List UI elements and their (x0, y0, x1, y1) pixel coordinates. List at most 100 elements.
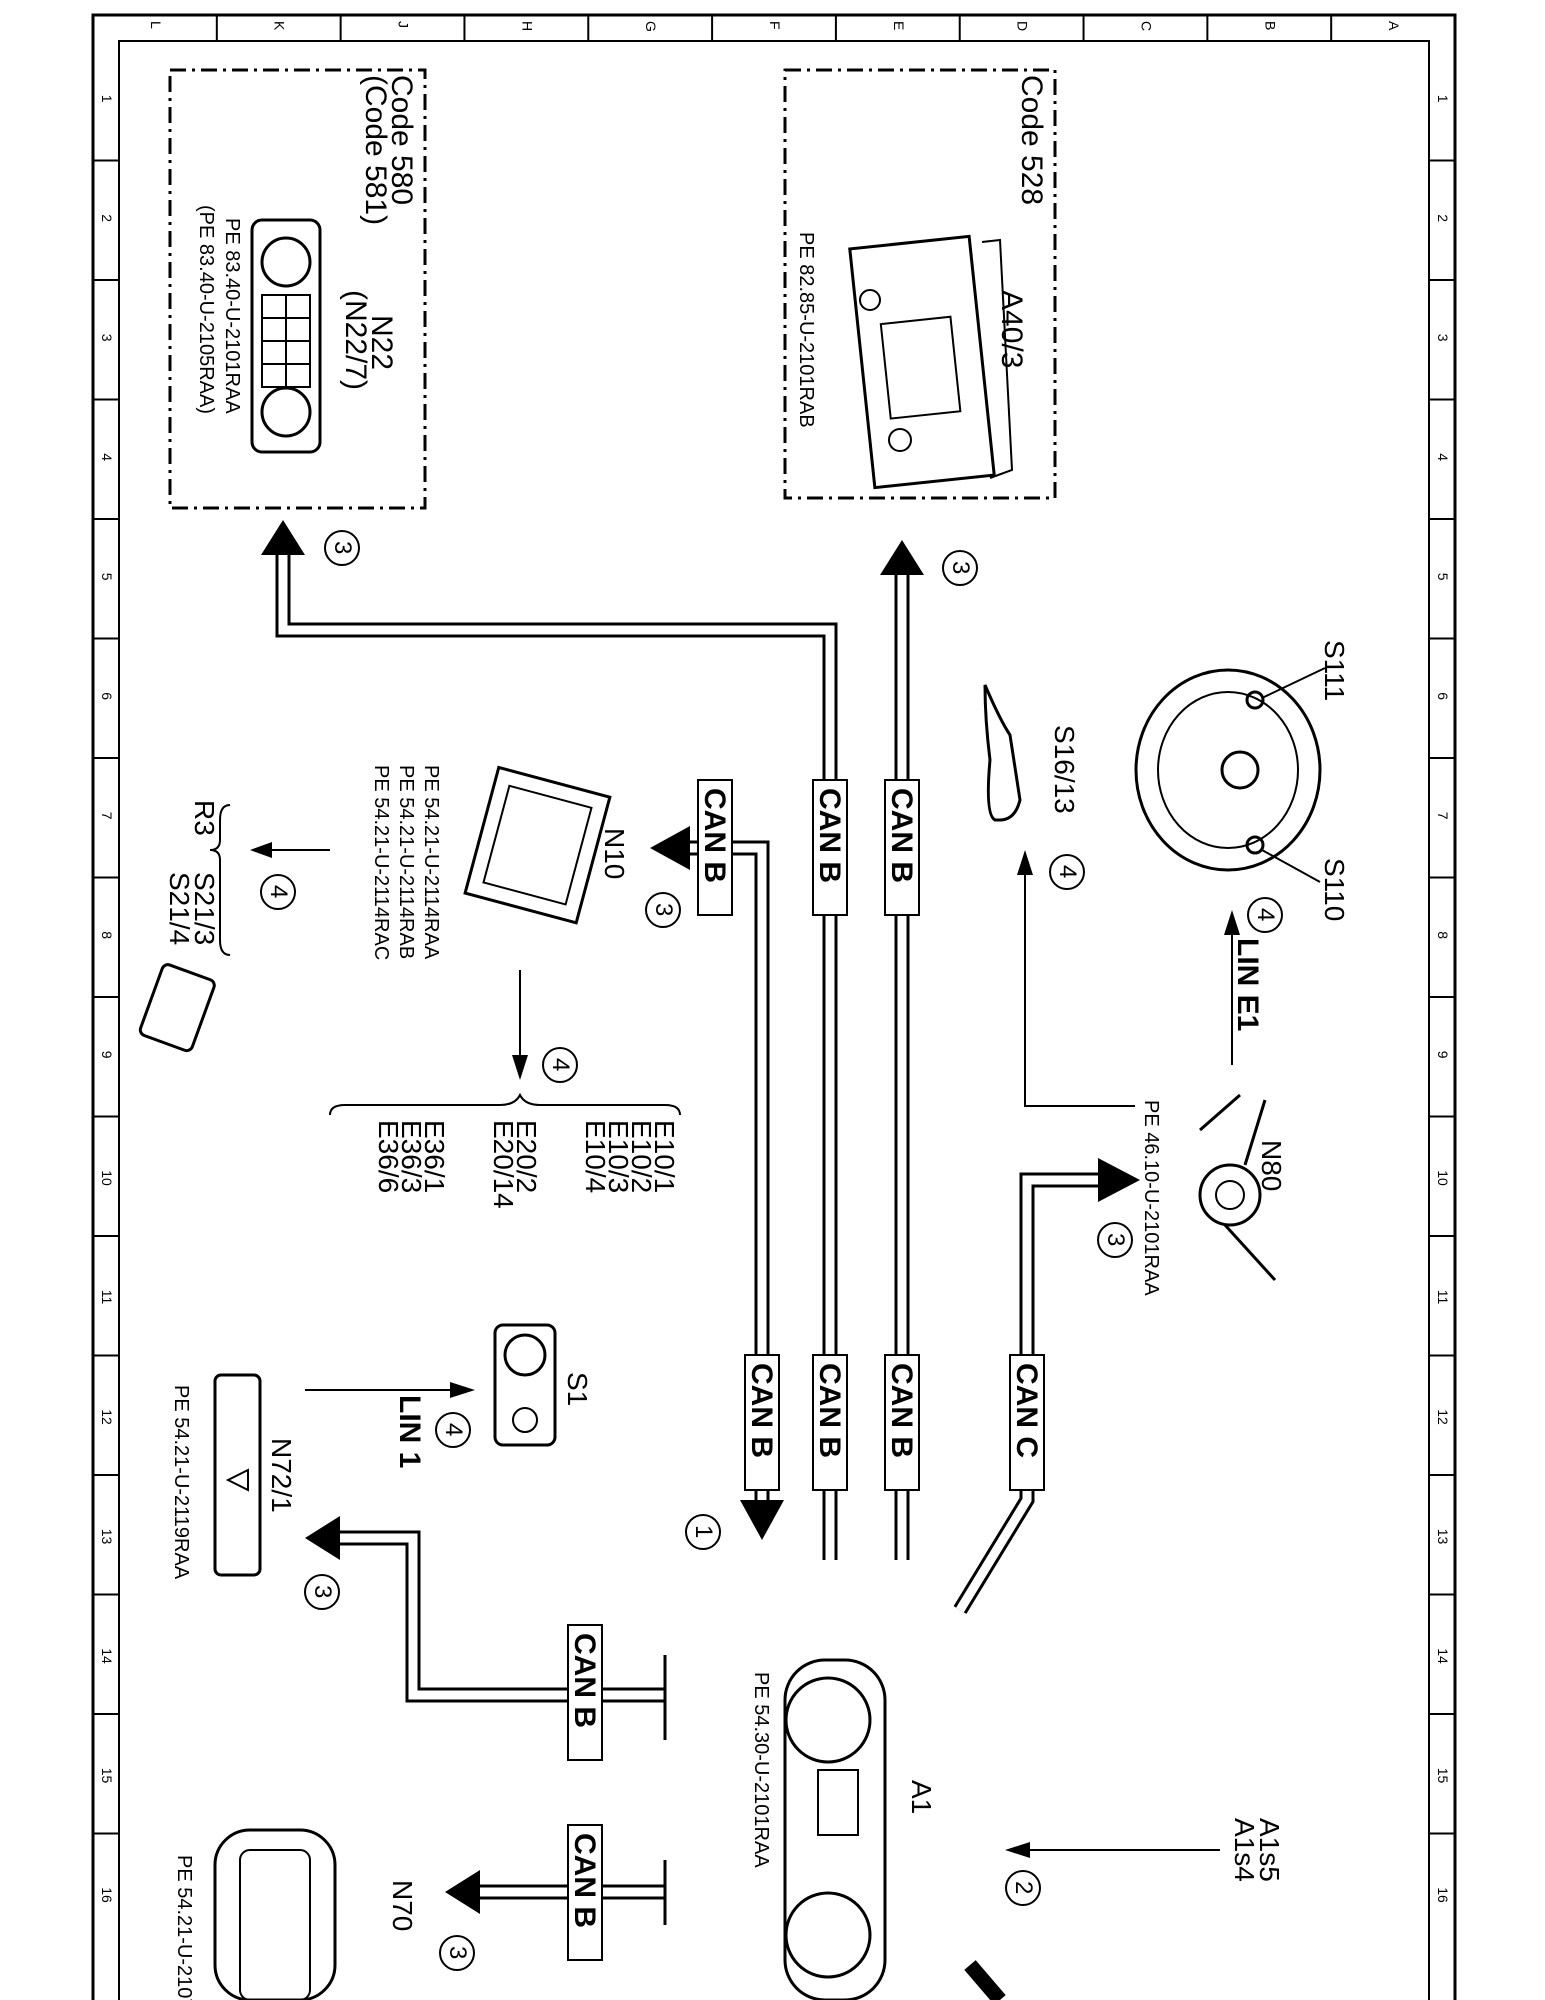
can-b-label: CAN B (813, 788, 846, 883)
e20-2-label: E20/2 (511, 1120, 542, 1193)
svg-text:4: 4 (1054, 865, 1081, 878)
a40-3-id: A40/3 (995, 290, 1028, 368)
e10-1-label: E10/1 (649, 1120, 680, 1193)
climate-panel-body (250, 218, 322, 454)
n22-climate-panel-drawing (250, 218, 322, 454)
n22-code-2: (Code 581) (359, 75, 392, 225)
marker-4-s16-13: 4 (1049, 854, 1085, 890)
s110-leader (1261, 849, 1321, 883)
arrow-to-a40 (880, 540, 924, 575)
grid-column-label: 1 (99, 95, 115, 103)
grid-column-label: 7 (99, 812, 115, 820)
svg-text:1: 1 (690, 1525, 717, 1538)
a1-cluster-icon (783, 1658, 887, 2000)
s1-label: S1 (562, 1372, 593, 1406)
can-b-label: CAN B (885, 788, 918, 883)
s110-label: S110 (1319, 858, 1350, 921)
arrow-to-n72-1 (305, 1516, 340, 1560)
radio-side (981, 238, 1014, 479)
svg-text:4: 4 (440, 1423, 467, 1436)
radio-body (848, 234, 996, 490)
n80-group: N80 PE 46.10-U-2101RAA (1140, 1093, 1287, 1296)
s16-13-label: S16/13 (1049, 725, 1080, 814)
can-b-label: CAN B (568, 1633, 601, 1728)
can-c-line-bottom (964, 1960, 1006, 2000)
n72-1-label: N72/1 (266, 1438, 297, 1513)
can-b-line-n22-inner (278, 555, 835, 1560)
n22-ref-2: (PE 83.40-U-2105RAA) (195, 205, 217, 414)
grid-row-label: G (643, 21, 659, 32)
grid-column-label: 9 (99, 1051, 115, 1059)
marker-4-r3: 4 (260, 874, 296, 910)
can-b-line-n72-1 (340, 1530, 665, 1703)
s16-13-group: S16/13 (983, 684, 1080, 822)
can-c-label: CAN C (1010, 1363, 1043, 1458)
can-b-label: CAN B (745, 1363, 778, 1458)
n22-id-1: N22 (365, 315, 398, 370)
grid-column-label: 1 (1435, 95, 1451, 103)
grid-column-label: 11 (1435, 1290, 1451, 1305)
a1-gauge-left-icon (784, 1676, 872, 1764)
s1-lock-icon-2 (512, 1407, 538, 1433)
n70-label: N70 (387, 1880, 418, 1931)
grid-column-label: 9 (1435, 1051, 1451, 1059)
a1-gauge-right-icon (784, 1891, 872, 1979)
grid-column-label: 4 (99, 453, 115, 461)
n80-label: N80 (1256, 1140, 1287, 1191)
s16-13-arrowhead (1017, 850, 1033, 875)
n80-stalk-2 (1223, 1223, 1277, 1282)
grid-row-label: E (891, 21, 907, 30)
can-b-label-box (812, 779, 848, 916)
e10-3-label: E10/3 (603, 1120, 634, 1193)
a40-3-code: Code 528 (1015, 75, 1048, 205)
s111-label: S111 (1319, 640, 1350, 701)
can-b-label: CAN B (568, 1833, 601, 1928)
n22-group: Code 580 (Code 581) N22 (N22/7) PE 83.40… (168, 68, 427, 510)
grid-row-label: B (1262, 21, 1278, 30)
n10-group: N10 PE 54.21-U-2114RAA PE 54.21-U-2114RA… (370, 765, 630, 960)
can-b-label-box (567, 1624, 603, 1761)
grid-column-label: 16 (1435, 1887, 1451, 1903)
n70-ref: PE 54.21-U-2107RAA (173, 1855, 195, 2000)
s1-group: S1 (493, 1323, 593, 1447)
grid-column-label: 15 (99, 1768, 115, 1784)
grid-row-label: K (272, 21, 288, 31)
grid-column-label: 3 (99, 334, 115, 342)
n70-group: N70 PE 54.21-U-2107RAA (173, 1828, 418, 2000)
marker-3-n70: 3 (439, 1935, 475, 1971)
grid-row-label: L (148, 21, 164, 29)
arrow-to-n80 (1098, 1158, 1140, 1202)
n22-ref-1: PE 83.40-U-2101RAA (221, 218, 243, 414)
climate-left-dial-icon (260, 236, 312, 288)
svg-text:2: 2 (1010, 1881, 1037, 1894)
arrow-to-n22 (261, 520, 305, 555)
s110-switch-icon (1245, 835, 1265, 855)
s21-switch-icon (138, 963, 216, 1053)
marker-3-n10: 3 (645, 892, 681, 928)
n72-1-group: N72/1 PE 54.21-U-2119RAA (170, 1373, 297, 1580)
grid-column-label: 13 (99, 1529, 115, 1545)
hazard-icon (225, 1468, 249, 1492)
svg-text:3: 3 (1102, 1233, 1129, 1246)
can-b-label-box (884, 1354, 920, 1491)
a40-3-dashed-box (783, 68, 1057, 500)
n22-code-1: Code 580 (385, 75, 418, 205)
can-c-label-box (1009, 1354, 1045, 1491)
a1-ref: PE 54.30-U-2101RAA (750, 1672, 772, 1868)
n10-down-arrowhead (512, 1055, 528, 1080)
thin-arrows (250, 842, 1240, 1858)
marker-3-n22: 3 (324, 530, 360, 566)
radio-knob-icon-2 (888, 428, 912, 452)
svg-text:3: 3 (650, 903, 677, 916)
grid-column-label: 6 (99, 692, 115, 700)
marker-4-lin-e1: 4 (1247, 897, 1283, 933)
a1s4-label: A1s4 (1229, 1818, 1260, 1882)
r3-group: R3 S21/3 S21/4 (138, 800, 231, 1053)
s16-13-stalk-icon (983, 684, 1022, 822)
grid-column-label: 11 (99, 1290, 115, 1305)
grid-row-label: C (1138, 21, 1154, 31)
lin-1-label: LIN 1 (393, 1395, 426, 1468)
n10-ref-2: PE 54.21-U-2114RAB (395, 765, 417, 959)
